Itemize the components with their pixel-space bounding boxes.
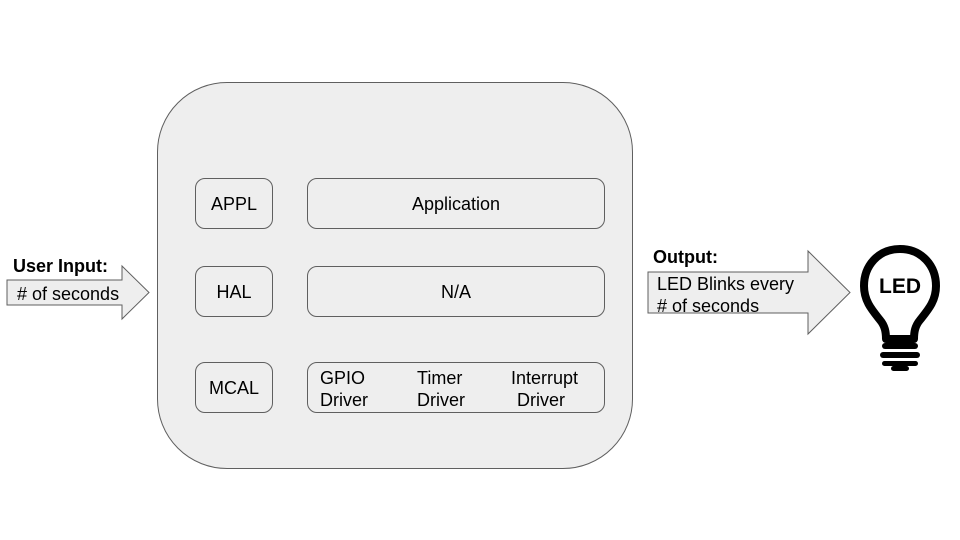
application-label: Application xyxy=(411,193,501,214)
output-text-line2: # of seconds xyxy=(657,296,760,316)
drivers-box: GPIO Driver Timer Driver Interrupt Drive… xyxy=(307,362,605,413)
interrupt-driver-label: Interrupt Driver xyxy=(511,367,578,411)
user-input-title: User Input: xyxy=(13,256,109,276)
layer-mcal-label: MCAL xyxy=(208,377,259,398)
gpio-driver-label: GPIO Driver xyxy=(320,367,368,411)
timer-driver-line1: Timer xyxy=(417,368,463,388)
layer-appl-box: APPL xyxy=(195,178,273,229)
application-box: Application xyxy=(307,178,605,229)
layer-hal-box: HAL xyxy=(195,266,273,317)
timer-driver-line2: Driver xyxy=(417,390,465,410)
user-input-text: # of seconds xyxy=(17,284,120,304)
layer-mcal-box: MCAL xyxy=(195,362,273,413)
led-bulb-icon: LED xyxy=(860,245,940,371)
hal-content-box: N/A xyxy=(307,266,605,317)
interrupt-driver-line1: Interrupt xyxy=(511,368,579,388)
layer-appl-label: APPL xyxy=(210,193,258,214)
layer-hal-label: HAL xyxy=(216,281,252,302)
output-text-line1: LED Blinks every xyxy=(657,274,795,294)
hal-content-label: N/A xyxy=(440,281,471,302)
output-arrow-shape xyxy=(647,249,851,336)
gpio-driver-line1: GPIO xyxy=(320,368,366,388)
gpio-driver-line2: Driver xyxy=(320,390,368,410)
input-arrow-shape xyxy=(6,264,150,321)
interrupt-driver-line2: Driver xyxy=(517,390,565,410)
timer-driver-label: Timer Driver xyxy=(417,367,465,411)
led-label: LED xyxy=(879,275,921,298)
output-title: Output: xyxy=(653,247,718,267)
